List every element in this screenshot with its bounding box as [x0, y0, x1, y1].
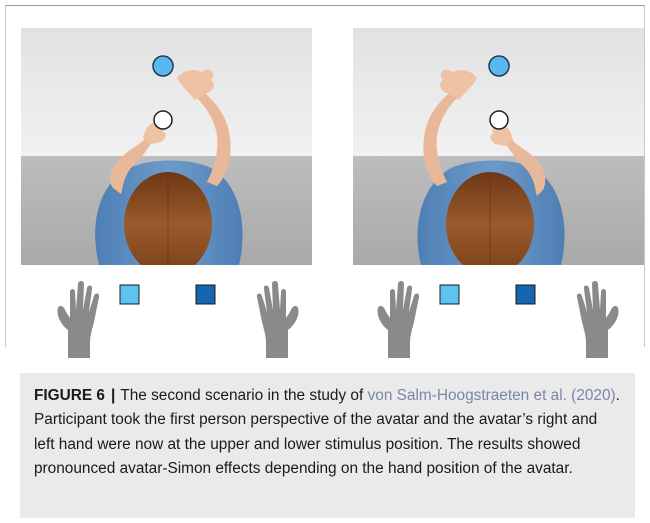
caption-separator: | — [111, 387, 115, 404]
light-blue-key — [440, 285, 459, 304]
caption-text-intro: The second scenario in the study of — [120, 387, 363, 404]
left-hand-icon — [377, 281, 419, 358]
left-hand-icon — [57, 281, 99, 358]
response-keys-right — [370, 278, 630, 358]
avatar-scene-left — [21, 28, 312, 265]
avatar-scene-right — [353, 28, 644, 265]
citation-link[interactable]: von Salm-Hoogstraeten et al. (2020) — [368, 387, 616, 404]
lower-stimulus-circle — [154, 111, 172, 129]
dark-blue-key — [196, 285, 215, 304]
upper-stimulus-circle — [489, 56, 509, 76]
light-blue-key — [120, 285, 139, 304]
upper-stimulus-circle — [153, 56, 173, 76]
lower-stimulus-circle — [490, 111, 508, 129]
response-keys-left — [50, 278, 310, 358]
dark-blue-key — [516, 285, 535, 304]
figure-caption: FIGURE 6 | The second scenario in the stud… — [20, 373, 635, 518]
figure-label: FIGURE 6 — [34, 387, 105, 404]
right-hand-icon — [577, 281, 619, 358]
wall — [21, 28, 312, 156]
right-hand-icon — [257, 281, 299, 358]
